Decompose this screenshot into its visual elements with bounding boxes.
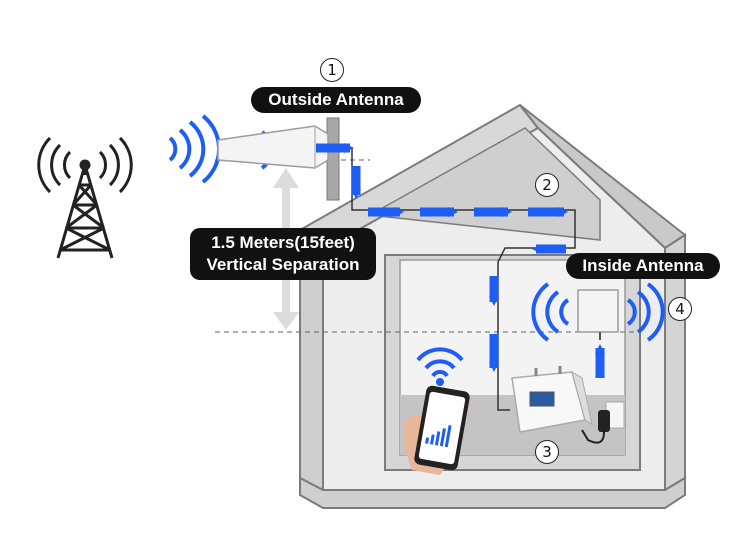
- phone-icon: [403, 385, 470, 475]
- separation-line-1: 1.5 Meters(15feet): [211, 233, 355, 252]
- step-2-marker: 2: [535, 173, 559, 197]
- house: [298, 103, 687, 509]
- signal-wave-icon: [168, 114, 221, 184]
- inside-antenna: [577, 289, 619, 340]
- vertical-separation-label: 1.5 Meters(15feet) Vertical Separation: [190, 228, 376, 280]
- signal-path: [316, 143, 605, 411]
- separation-line-2: Vertical Separation: [206, 255, 360, 274]
- signal-wave-icon: [531, 282, 665, 342]
- cell-tower-icon: [37, 136, 133, 259]
- step-3-marker: 3: [535, 440, 559, 464]
- power-adapter-icon: [581, 401, 625, 444]
- inside-antenna-label: Inside Antenna: [566, 253, 720, 279]
- wifi-icon: [416, 347, 464, 386]
- outside-antenna: [217, 117, 340, 201]
- step-4-marker: 4: [668, 297, 692, 321]
- outside-antenna-label: Outside Antenna: [251, 87, 421, 113]
- signal-booster: [511, 366, 593, 433]
- step-1-marker: 1: [320, 58, 344, 82]
